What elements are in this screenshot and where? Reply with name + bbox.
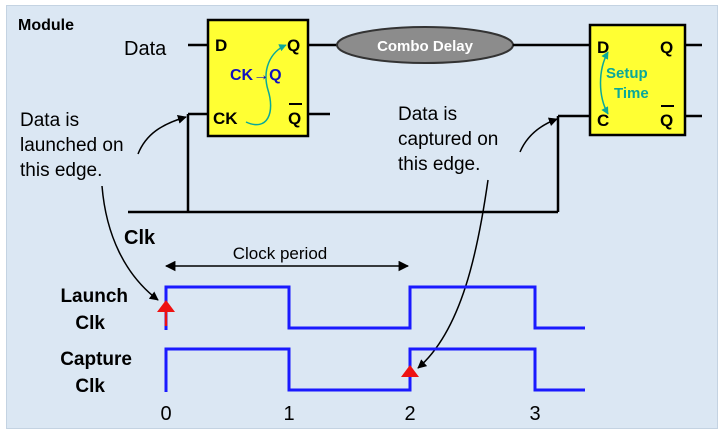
launch-edge-marker [157,300,175,312]
launch-ff-d-pin: D [215,36,227,55]
launch-ff-body [206,18,310,138]
time-tick-3: 3 [529,403,540,425]
setup-time-label-line1: Setup [606,65,648,82]
launch-note-line3: this edge. [20,160,102,181]
capture-ff-q-pin: Q [660,38,673,57]
clock-net [128,112,590,214]
clock-waveforms [157,285,585,392]
launch-clk-label-line1: Launch [60,286,128,307]
capture-note-line2: captured on [398,129,498,150]
time-tick-2: 2 [404,403,415,425]
capture-edge-pointer-to-wave [417,179,489,369]
capture-note-line1: Data is [398,104,457,125]
capture-clk-waveform [164,347,585,392]
launch-edge-pointer-to-ck [137,114,187,155]
clock-period-label: Clock period [233,244,328,263]
ck-to-q-path [245,44,287,126]
capture-flip-flop: D Q C Q Setup Time [588,23,687,137]
launch-ff-q-pin: Q [287,36,300,55]
time-axis: 0 1 2 3 [160,403,540,425]
launch-ff-ck-pin: CK [213,109,238,128]
capture-ff-c-pin: C [597,111,609,130]
setup-time-path [599,51,609,115]
capture-note-line3: this edge. [398,154,480,175]
launch-note: Data is launched on this edge. [20,110,187,301]
launch-flip-flop: D Q CK Q CK→Q [206,18,310,138]
launch-note-line2: launched on [20,135,124,156]
data-input-label: Data [124,38,167,60]
ck-to-q-label: CK→Q [230,67,282,84]
launch-clk-waveform [164,285,585,330]
clk-label: Clk [124,227,156,249]
launch-ff-qbar-pin: Q [288,109,301,128]
capture-note: Data is captured on this edge. [398,104,558,369]
capture-ff-qbar-pin: Q [660,111,673,130]
capture-clk-label-line1: Capture [60,349,132,370]
time-tick-0: 0 [160,403,171,425]
setup-time-label-line2: Time [614,85,649,102]
module-label: Module [18,17,74,34]
time-tick-1: 1 [283,403,294,425]
combo-delay-label: Combo Delay [377,38,474,55]
capture-clk-label-line2: Clk [75,376,105,397]
capture-edge-marker [401,365,419,377]
launch-edge-pointer-to-wave [101,185,159,301]
launch-clk-label-line2: Clk [75,313,105,334]
launch-note-line1: Data is [20,110,79,131]
capture-edge-pointer-to-c [519,117,558,153]
